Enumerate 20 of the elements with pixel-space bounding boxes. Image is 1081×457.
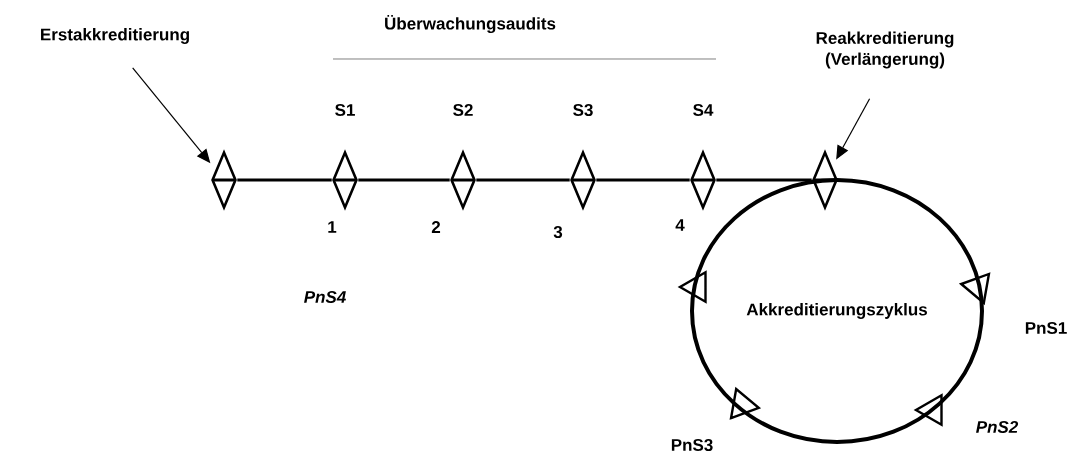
timeline-line [716, 178, 812, 182]
audit-label: S2 [453, 103, 473, 116]
caption-text: Erstakkreditierung [41, 28, 189, 44]
heading-text: Überwachungsaudits [385, 14, 556, 34]
audit-label: S4 [693, 103, 714, 116]
stage-label: PnS2 [976, 420, 1019, 433]
timeline-line [476, 178, 570, 182]
timeline-line [358, 178, 450, 182]
stage-label: PnS1 [1025, 321, 1067, 334]
caption-text: Reakkreditierung (Verlängerung) [816, 31, 954, 69]
audit-label: 2 [431, 221, 441, 233]
stage-label: PnS3 [671, 438, 713, 451]
timeline-line [596, 178, 690, 182]
audit-label: 3 [553, 225, 563, 238]
audit-label: 1 [328, 221, 337, 233]
stage-label: PnS4 [304, 290, 346, 303]
audit-label: 4 [675, 219, 685, 231]
timeline-line [237, 178, 332, 182]
audit-label: S3 [573, 103, 593, 116]
audit-label: S1 [335, 103, 355, 116]
